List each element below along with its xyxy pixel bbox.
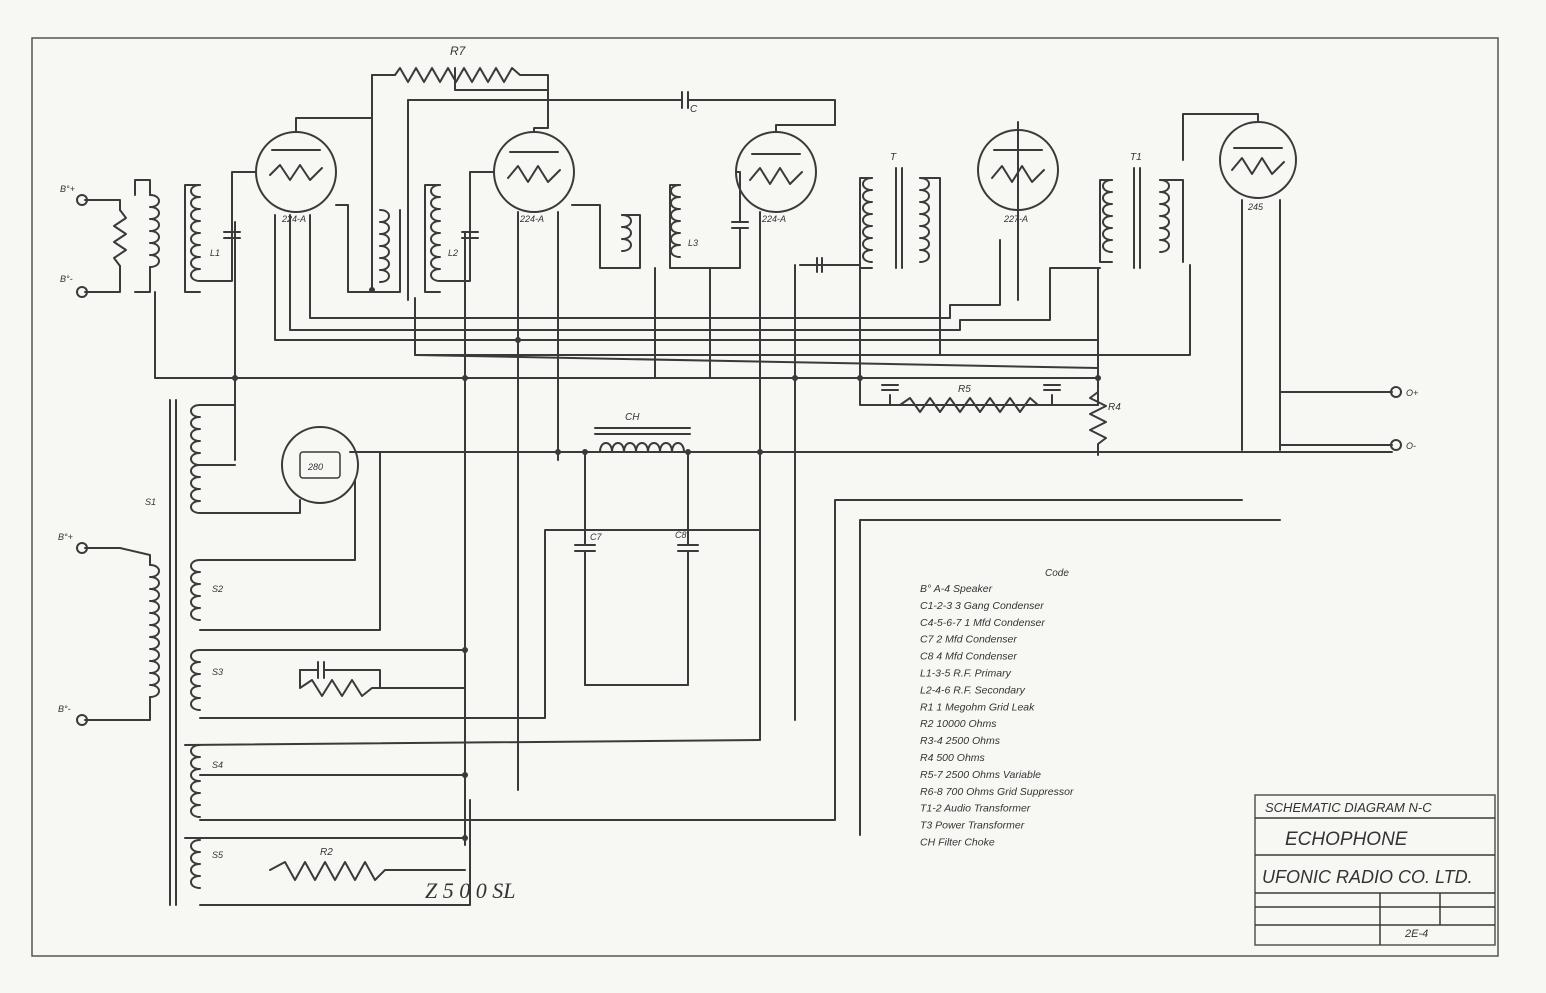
c8-label: C8 bbox=[675, 530, 687, 540]
legend-item: R3-4 2500 Ohms bbox=[920, 735, 1001, 747]
legend-item: R5-7 2500 Ohms Variable bbox=[920, 769, 1041, 781]
terminal-label-2: B°- bbox=[60, 274, 73, 284]
c-top-label: C bbox=[690, 104, 698, 115]
ch-label: CH bbox=[625, 412, 640, 423]
junction-dots bbox=[232, 287, 1101, 841]
legend-item: T1-2 Audio Transformer bbox=[920, 803, 1031, 815]
rf-coil-3: L3 bbox=[571, 171, 749, 269]
legend-item: C4-5-6-7 1 Mfd Condenser bbox=[920, 617, 1045, 629]
l3-label: L3 bbox=[688, 238, 698, 248]
t-label: T bbox=[890, 152, 897, 163]
legend-item: R1 1 Megohm Grid Leak bbox=[920, 701, 1035, 713]
s3-label: S3 bbox=[212, 667, 223, 677]
legend-item: R2 10000 Ohms bbox=[920, 718, 997, 730]
s1-label: S1 bbox=[145, 497, 156, 507]
title-block: SCHEMATIC DIAGRAM N-C ECHOPHONE UFONIC R… bbox=[1254, 794, 1496, 946]
l1-label: L1 bbox=[210, 248, 220, 258]
s4-label: S4 bbox=[212, 760, 223, 770]
legend-heading: Code bbox=[1045, 568, 1069, 579]
t1-label: T1 bbox=[1130, 152, 1142, 163]
legend-item: C1-2-3 3 Gang Condenser bbox=[920, 600, 1044, 612]
r5-label: R5 bbox=[958, 384, 971, 395]
title-company: UFONIC RADIO CO. LTD. bbox=[1262, 867, 1473, 887]
tube-4: 227-A bbox=[977, 121, 1059, 224]
rf-coil-1: L1 bbox=[184, 171, 257, 293]
legend-item: R4 500 Ohms bbox=[920, 752, 986, 764]
bus-lines bbox=[154, 199, 1281, 846]
bias-network bbox=[299, 661, 466, 697]
terminal-label-4: B°- bbox=[58, 704, 71, 714]
tube-3: 224-A bbox=[735, 124, 836, 224]
legend-item: L2-4-6 R.F. Secondary bbox=[920, 684, 1026, 696]
tube-5-label: 245 bbox=[1247, 202, 1264, 212]
audio-transformer-t1: T1 bbox=[1099, 152, 1184, 269]
terminal-label-1: B°+ bbox=[60, 184, 75, 194]
drawing-border bbox=[31, 37, 1499, 957]
r7-label: R7 bbox=[450, 44, 467, 58]
filter-section: CH C7 C8 bbox=[349, 412, 1393, 686]
resistor-r4: R4 bbox=[1089, 379, 1121, 456]
l2-label: L2 bbox=[448, 248, 458, 258]
s2-label: S2 bbox=[212, 584, 223, 594]
tube-5: 245 bbox=[1182, 113, 1297, 212]
terminal-label-3: B°+ bbox=[58, 532, 73, 542]
terminal-label-6: O- bbox=[1406, 441, 1416, 451]
s5-label: S5 bbox=[212, 850, 224, 860]
tube-2: 224-A bbox=[493, 94, 575, 224]
rectifier-tube: 280 bbox=[281, 426, 359, 504]
power-transformer: B°+ B°- S1 S2 S3 S4 S5 R2 bbox=[58, 399, 1281, 906]
output-terminals: O+ O- bbox=[1279, 386, 1418, 451]
legend-item: CH Filter Choke bbox=[920, 837, 995, 849]
legend-item: B° A-4 Speaker bbox=[920, 583, 993, 595]
legend-item: R6-8 700 Ohms Grid Suppressor bbox=[920, 786, 1074, 798]
legend-item: T3 Power Transformer bbox=[920, 820, 1025, 832]
tube-1-label: 224-A bbox=[281, 214, 306, 224]
antenna-coil: B°+ B°- bbox=[60, 179, 160, 298]
legend-item: L1-3-5 R.F. Primary bbox=[920, 668, 1012, 680]
c7-label: C7 bbox=[590, 532, 602, 542]
legend-item: C7 2 Mfd Condenser bbox=[920, 634, 1017, 646]
r2-label: R2 bbox=[320, 847, 333, 858]
capacitor-c-top: C bbox=[407, 91, 836, 301]
title-sheet-ref: 2E-4 bbox=[1404, 928, 1428, 940]
title-model: ECHOPHONE bbox=[1285, 829, 1408, 850]
tube-3-label: 224-A bbox=[761, 214, 786, 224]
title-heading: SCHEMATIC DIAGRAM N-C bbox=[1265, 800, 1432, 815]
variable-resistor-r7: R7 bbox=[371, 44, 549, 291]
terminal-label-5: O+ bbox=[1406, 388, 1418, 398]
legend-item: C8 4 Mfd Condenser bbox=[920, 651, 1017, 663]
tube-1: 224-A bbox=[255, 117, 373, 224]
tube-2-label: 224-A bbox=[519, 214, 544, 224]
resistor-r5: R5 bbox=[881, 384, 1061, 413]
r4-label: R4 bbox=[1108, 402, 1121, 413]
rectifier-label: 280 bbox=[307, 462, 323, 472]
rf-coil-2: L2 bbox=[335, 171, 495, 293]
handwritten-annotation: Z 5 0 0 SL bbox=[425, 878, 515, 903]
audio-transformer-t: T bbox=[859, 152, 941, 269]
tube-4-label: 227-A bbox=[1003, 214, 1028, 224]
